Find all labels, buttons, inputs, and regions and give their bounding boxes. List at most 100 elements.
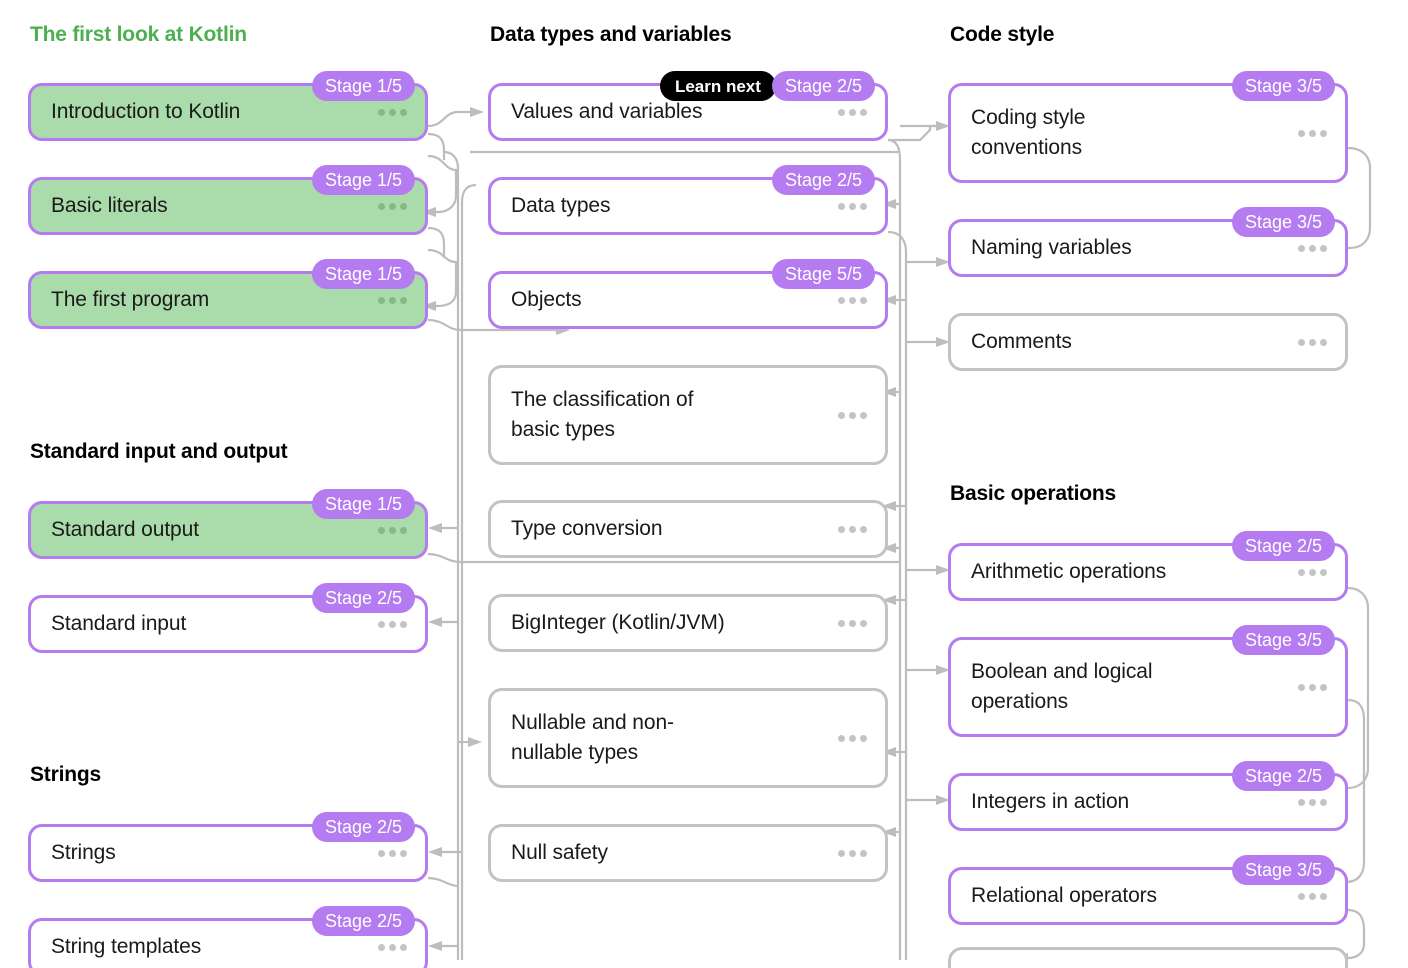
topic-card-title: Naming variables — [971, 236, 1132, 259]
topic-card-comments[interactable]: Comments — [948, 313, 1348, 371]
topic-card-type-conversion[interactable]: Type conversion — [488, 500, 888, 558]
stage-badge: Stage 3/5 — [1231, 855, 1335, 885]
topic-card-biginteger[interactable]: BigInteger (Kotlin/JVM) — [488, 594, 888, 652]
stage-badge: Stage 2/5 — [311, 906, 415, 936]
topic-card-null-safety[interactable]: Null safety — [488, 824, 888, 882]
stage-badge: Stage 2/5 — [311, 583, 415, 613]
stage-badge: Stage 2/5 — [771, 165, 875, 195]
topic-card-title: Boolean and logical operations — [971, 660, 1153, 713]
topic-card-title: Coding style conventions — [971, 106, 1086, 159]
topic-card-title: Data types — [511, 194, 611, 217]
badge-row: Stage 3/5 — [1231, 71, 1335, 101]
topic-card-data-types[interactable]: Stage 2/5 Data types — [488, 165, 888, 235]
topic-card-relational-operators[interactable]: Stage 3/5 Relational operators — [948, 855, 1348, 925]
topic-card-classification-of-basic-types[interactable]: The classification of basic types — [488, 365, 888, 465]
ellipsis-icon[interactable] — [834, 108, 867, 116]
topic-card-string-templates[interactable]: Stage 2/5 String templates — [28, 906, 428, 968]
ellipsis-icon[interactable] — [374, 620, 407, 628]
topic-card-the-first-program[interactable]: Stage 1/5 The first program — [28, 259, 428, 329]
topic-card-basic-literals[interactable]: Stage 1/5 Basic literals — [28, 165, 428, 235]
ellipsis-icon[interactable] — [374, 526, 407, 534]
topic-card-naming-variables[interactable]: Stage 3/5 Naming variables — [948, 207, 1348, 277]
topic-card-arithmetic-operations[interactable]: Stage 2/5 Arithmetic operations — [948, 531, 1348, 601]
badge-row: Stage 2/5 — [1231, 531, 1335, 561]
stage-badge: Stage 2/5 — [1231, 531, 1335, 561]
ellipsis-icon[interactable] — [1294, 798, 1327, 806]
section-title-standard-io: Standard input and output — [30, 440, 288, 463]
badge-row: Stage 2/5 — [771, 165, 875, 195]
ellipsis-icon[interactable] — [1294, 244, 1327, 252]
section-title-data-types: Data types and variables — [490, 23, 732, 46]
stage-badge: Stage 3/5 — [1231, 207, 1335, 237]
topic-card-title: Basic literals — [51, 194, 168, 217]
topic-card-title: Strings — [51, 841, 116, 864]
topic-card-integers-in-action[interactable]: Stage 2/5 Integers in action — [948, 761, 1348, 831]
topic-card-objects[interactable]: Stage 5/5 Objects — [488, 259, 888, 329]
topic-card-title: String templates — [51, 935, 202, 958]
ellipsis-icon[interactable] — [374, 943, 407, 951]
ellipsis-icon[interactable] — [834, 202, 867, 210]
ellipsis-icon[interactable] — [834, 296, 867, 304]
topic-card-standard-output[interactable]: Stage 1/5 Standard output — [28, 489, 428, 559]
ellipsis-icon[interactable] — [834, 411, 867, 419]
topic-card-title: Integers in action — [971, 790, 1130, 813]
section-title-code-style: Code style — [950, 23, 1055, 46]
topic-card-boolean-and-logical-operations[interactable]: Stage 3/5 Boolean and logical operations — [948, 625, 1348, 737]
stage-badge: Stage 2/5 — [771, 71, 875, 101]
badge-row: Stage 1/5 — [311, 165, 415, 195]
ellipsis-icon[interactable] — [834, 525, 867, 533]
badge-row: Learn next Stage 2/5 — [659, 71, 875, 101]
stage-badge: Stage 1/5 — [311, 71, 415, 101]
topic-card-title: Standard output — [51, 518, 199, 541]
stage-badge: Stage 1/5 — [311, 259, 415, 289]
stage-badge: Stage 3/5 — [1231, 71, 1335, 101]
ellipsis-icon[interactable] — [834, 734, 867, 742]
badge-row: Stage 1/5 — [311, 259, 415, 289]
learn-next-badge: Learn next — [659, 71, 776, 101]
topic-card-coding-style-conventions[interactable]: Stage 3/5 Coding style conventions — [948, 71, 1348, 183]
section-title-first-look: The first look at Kotlin — [30, 23, 247, 46]
badge-row: Stage 3/5 — [1231, 207, 1335, 237]
ellipsis-icon[interactable] — [834, 849, 867, 857]
ellipsis-icon[interactable] — [834, 619, 867, 627]
topic-card-title: The classification of basic types — [511, 388, 694, 441]
ellipsis-icon[interactable] — [1294, 568, 1327, 576]
ellipsis-icon[interactable] — [374, 296, 407, 304]
topic-card-strings[interactable]: Stage 2/5 Strings — [28, 812, 428, 882]
topic-card-values-and-variables[interactable]: Learn next Stage 2/5 Values and variable… — [488, 71, 888, 141]
ellipsis-icon[interactable] — [374, 108, 407, 116]
badge-row: Stage 2/5 — [311, 906, 415, 936]
topic-card-title: Objects — [511, 288, 582, 311]
ellipsis-icon[interactable] — [374, 849, 407, 857]
topic-card-title: BigInteger (Kotlin/JVM) — [511, 611, 725, 634]
stage-badge: Stage 5/5 — [771, 259, 875, 289]
topic-card-introduction-to-kotlin[interactable]: Stage 1/5 Introduction to Kotlin — [28, 71, 428, 141]
topic-card-title: Relational operators — [971, 884, 1157, 907]
badge-row: Stage 1/5 — [311, 489, 415, 519]
ellipsis-icon[interactable] — [1294, 129, 1327, 137]
badge-row: Stage 2/5 — [311, 583, 415, 613]
topic-card-title: Nullable and non- nullable types — [511, 711, 674, 764]
section-title-basic-operations: Basic operations — [950, 482, 1117, 505]
badge-row: Stage 2/5 — [1231, 761, 1335, 791]
badge-row: Stage 3/5 — [1231, 625, 1335, 655]
ellipsis-icon[interactable] — [1294, 338, 1327, 346]
topic-card-title: The first program — [51, 288, 210, 311]
topic-card-standard-input[interactable]: Stage 2/5 Standard input — [28, 583, 428, 653]
badge-row: Stage 1/5 — [311, 71, 415, 101]
badge-row: Stage 3/5 — [1231, 855, 1335, 885]
topic-card-partial-next[interactable] — [948, 947, 1348, 968]
section-title-strings: Strings — [30, 763, 101, 786]
badge-row: Stage 2/5 — [311, 812, 415, 842]
stage-badge: Stage 1/5 — [311, 489, 415, 519]
topic-card-nullable-and-non-nullable-types[interactable]: Nullable and non- nullable types — [488, 688, 888, 788]
stage-badge: Stage 2/5 — [311, 812, 415, 842]
stage-badge: Stage 1/5 — [311, 165, 415, 195]
ellipsis-icon[interactable] — [374, 202, 407, 210]
ellipsis-icon[interactable] — [1294, 892, 1327, 900]
stage-badge: Stage 2/5 — [1231, 761, 1335, 791]
topic-card-title: Values and variables — [511, 100, 703, 123]
ellipsis-icon[interactable] — [1294, 683, 1327, 691]
topic-card-title: Null safety — [511, 841, 608, 864]
